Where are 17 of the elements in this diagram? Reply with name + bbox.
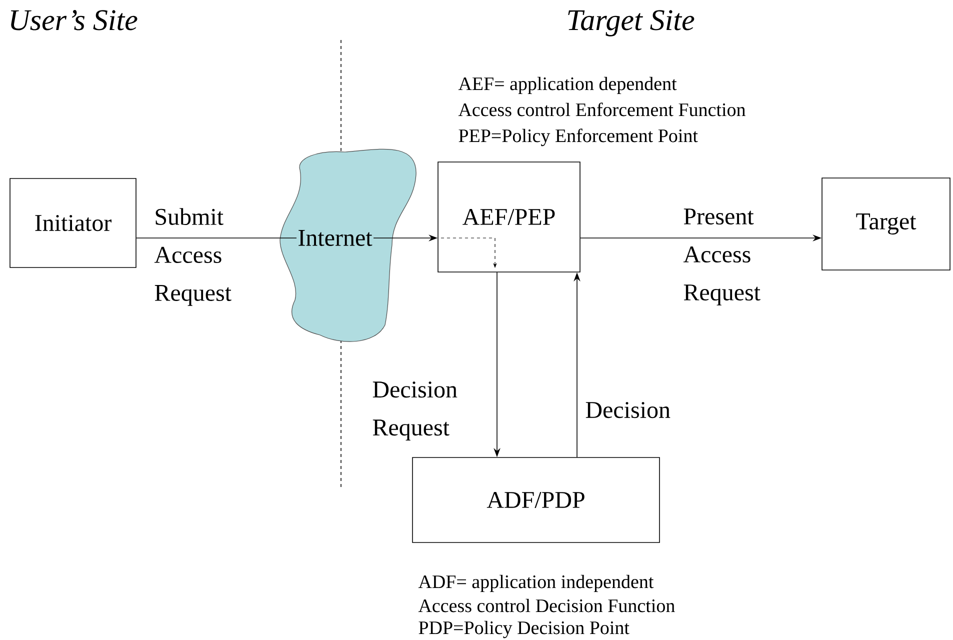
edge-label: Submit Access Request [154, 208, 232, 306]
note-text: PDP=Policy Decision Point [418, 620, 630, 638]
note-text: ADF= application independent [418, 574, 654, 592]
site-heading: User’s Site [10, 10, 138, 30]
process-box: Initiator [10, 178, 136, 268]
note-text: AEF= application dependent [458, 76, 677, 94]
edge-label: Present Access Request [683, 208, 760, 306]
process-box: Target [822, 178, 950, 270]
site-heading: Target Site [568, 10, 694, 36]
edge-label: Decision [586, 402, 670, 418]
process-box: AEF/PEP [438, 162, 580, 272]
process-box: ADF/PDP [412, 457, 660, 543]
note-text: PEP=Policy Enforcement Point [458, 128, 698, 146]
edge-label: Decision Request [372, 382, 458, 440]
note-text: Access control Decision Function [418, 598, 675, 612]
note-text: Access control Enforcement Function [458, 102, 746, 116]
cloud: Internet [280, 148, 416, 342]
